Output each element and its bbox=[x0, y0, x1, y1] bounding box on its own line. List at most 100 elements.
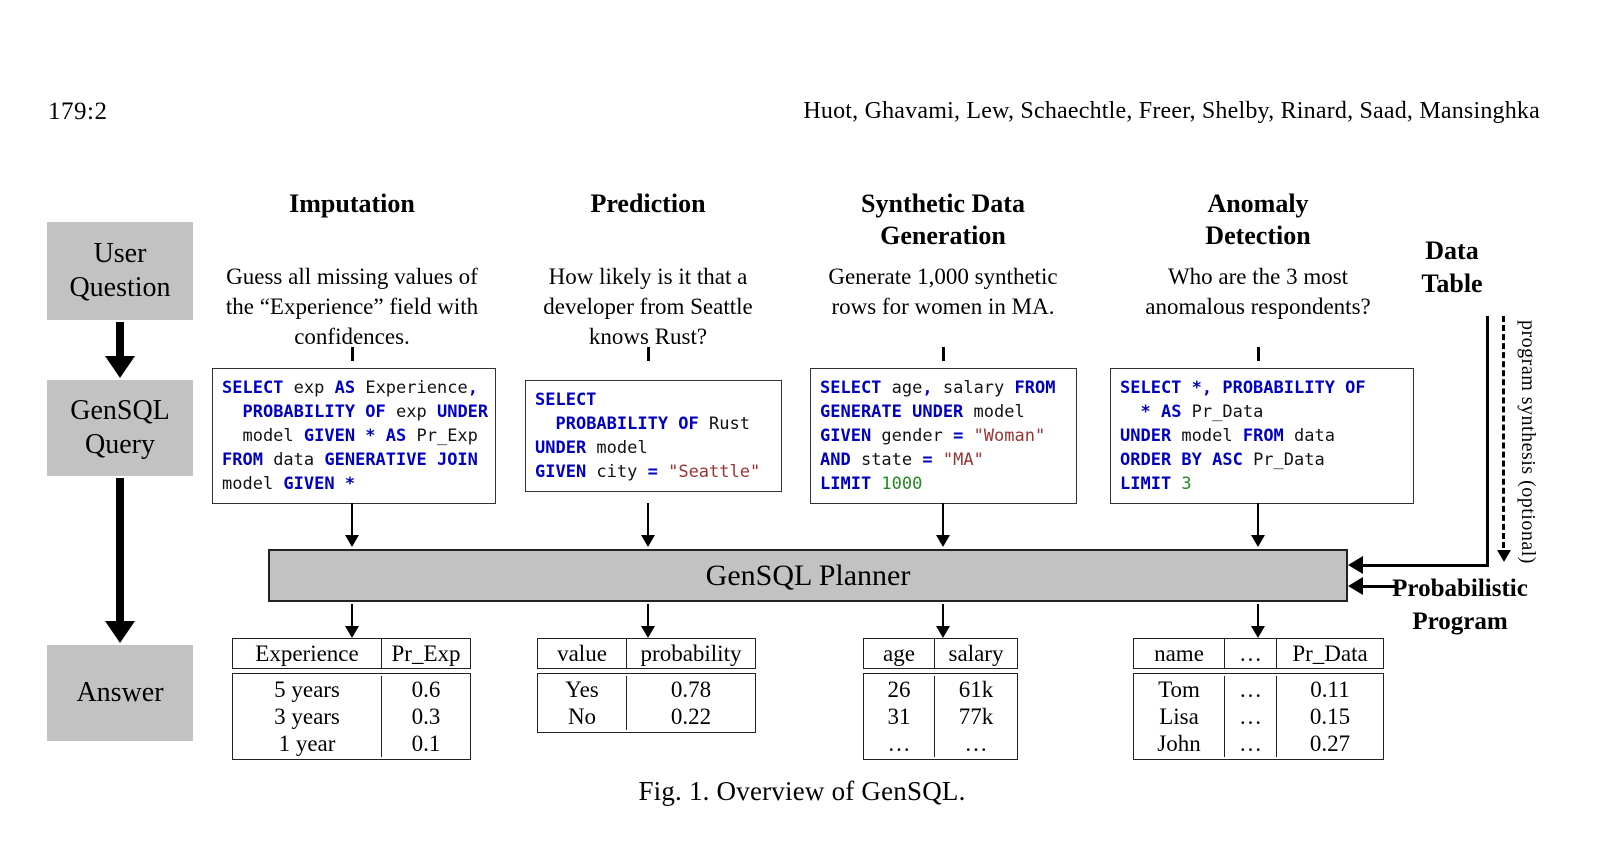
arrowhead-down-icon bbox=[936, 626, 950, 638]
arrow-sql-to-planner bbox=[1257, 503, 1259, 537]
code-token: Pr_Data bbox=[1242, 450, 1325, 470]
code-token: = bbox=[953, 426, 964, 446]
code-token: UNDER bbox=[1120, 426, 1172, 446]
code-token: gender bbox=[871, 426, 954, 446]
code-token: AND bbox=[820, 450, 851, 470]
code-token: PROBABILITY OF bbox=[555, 414, 699, 434]
arrow-query-to-answer bbox=[116, 478, 124, 623]
code-line: SELECT *, PROBABILITY OF bbox=[1120, 376, 1404, 400]
code-token: UNDER bbox=[535, 438, 587, 458]
arrowhead-down-icon bbox=[1497, 550, 1511, 562]
table-cell: … bbox=[1224, 676, 1276, 703]
code-token: data bbox=[262, 450, 325, 470]
code-token: GIVEN bbox=[535, 462, 587, 482]
code-token: exp bbox=[283, 378, 335, 398]
table-header-cell: value bbox=[557, 641, 607, 666]
arrowhead-left-icon bbox=[1348, 556, 1363, 574]
arrow-planner-to-answer bbox=[1257, 604, 1259, 628]
code-line: SELECT exp AS Experience, bbox=[222, 376, 486, 400]
code-token: * AS bbox=[1140, 402, 1182, 422]
code-token: SELECT bbox=[535, 390, 597, 410]
table-header-cell: salary bbox=[934, 639, 1017, 668]
table-cell: 77k bbox=[934, 703, 1017, 730]
table-header-cell: probability bbox=[626, 639, 755, 668]
code-line: SELECT age, salary FROM bbox=[820, 376, 1067, 400]
code-line: GIVEN city = "Seattle" bbox=[535, 460, 772, 484]
arrowhead-down-icon bbox=[105, 356, 135, 378]
table-cell: 0.1 bbox=[381, 730, 470, 757]
code-token: GIVEN bbox=[820, 426, 872, 446]
connector-tick bbox=[1257, 347, 1260, 361]
code-line: model GIVEN * bbox=[222, 472, 486, 496]
code-line: PROBABILITY OF Rust bbox=[535, 412, 772, 436]
table-header-cell: … bbox=[1224, 639, 1276, 668]
table-cell: 61k bbox=[934, 676, 1017, 703]
table-cell: 0.78 bbox=[626, 676, 755, 703]
code-token: FROM bbox=[1014, 378, 1056, 398]
code-token: SELECT bbox=[222, 378, 284, 398]
data-table-line bbox=[1486, 316, 1489, 566]
code-token: GIVEN * bbox=[283, 474, 356, 494]
code-token: GIVEN * AS bbox=[303, 426, 407, 446]
code-token: 3 bbox=[1171, 474, 1192, 494]
code-token: SELECT bbox=[820, 378, 882, 398]
table-cell: … bbox=[934, 730, 1017, 757]
table-cell: Tom bbox=[1158, 677, 1200, 702]
arrowhead-down-icon bbox=[105, 621, 135, 643]
sql-query-imputation: SELECT exp AS Experience, PROBABILITY OF… bbox=[212, 368, 496, 504]
code-token: LIMIT bbox=[1120, 474, 1172, 494]
table-cell: Lisa bbox=[1159, 704, 1199, 729]
table-cell: 0.6 bbox=[381, 676, 470, 703]
code-line: LIMIT 3 bbox=[1120, 472, 1404, 496]
code-token: 1000 bbox=[871, 474, 923, 494]
code-line: * AS Pr_Data bbox=[1120, 400, 1404, 424]
code-token: data bbox=[1283, 426, 1335, 446]
arrowhead-down-icon bbox=[1251, 535, 1265, 547]
table-cell: No bbox=[567, 704, 597, 729]
table-cell: 0.27 bbox=[1276, 730, 1383, 757]
question-anomaly: Who are the 3 most anomalous respondents… bbox=[1145, 264, 1371, 319]
arrow-sql-to-planner bbox=[942, 503, 944, 537]
arrowhead-left-icon bbox=[1348, 577, 1363, 595]
running-authors: Huot, Ghavami, Lew, Schaechtle, Freer, S… bbox=[803, 98, 1540, 124]
code-token: age bbox=[881, 378, 923, 398]
table-header-cell: name bbox=[1154, 641, 1204, 666]
table-cell: 5 years bbox=[274, 677, 340, 702]
table-cell: … bbox=[1224, 703, 1276, 730]
code-line: UNDER model bbox=[535, 436, 772, 460]
question-imputation: Guess all missing values of the “Experie… bbox=[225, 264, 479, 349]
code-line: ORDER BY ASC Pr_Data bbox=[1120, 448, 1404, 472]
code-token: model bbox=[586, 438, 648, 458]
code-token: "MA" bbox=[932, 450, 984, 470]
table-header-cell: Pr_Exp bbox=[381, 639, 470, 668]
table-header-cell: Pr_Data bbox=[1276, 639, 1383, 668]
code-line: SELECT bbox=[535, 388, 772, 412]
table-header-cell: Experience bbox=[255, 641, 359, 666]
figure-caption: Fig. 1. Overview of GenSQL. bbox=[638, 776, 966, 806]
stage-box-answer: Answer bbox=[47, 645, 193, 741]
arrow-planner-to-answer bbox=[942, 604, 944, 628]
table-cell: 0.22 bbox=[626, 703, 755, 730]
column-title-synthetic: Synthetic Data Generation bbox=[861, 189, 1025, 250]
code-token: SELECT *, PROBABILITY OF bbox=[1120, 378, 1366, 398]
arrow-sql-to-planner bbox=[647, 503, 649, 537]
table-cell: 1 year bbox=[278, 731, 336, 756]
code-token: , bbox=[467, 378, 478, 398]
table-header-cell: age bbox=[883, 641, 915, 666]
arrowhead-down-icon bbox=[345, 626, 359, 638]
column-title-prediction: Prediction bbox=[590, 189, 706, 218]
code-token: Rust bbox=[698, 414, 750, 434]
code-token: AS bbox=[334, 378, 356, 398]
code-token: Experience bbox=[355, 378, 468, 398]
code-token: "Seattle" bbox=[657, 462, 761, 482]
code-token bbox=[222, 402, 242, 422]
question-prediction: How likely is it that a developer from S… bbox=[543, 264, 753, 349]
answer-table-imputation-header: Experience Pr_Exp bbox=[232, 638, 471, 669]
data-table-label: Data Table bbox=[1421, 236, 1483, 298]
code-token: FROM bbox=[1242, 426, 1284, 446]
